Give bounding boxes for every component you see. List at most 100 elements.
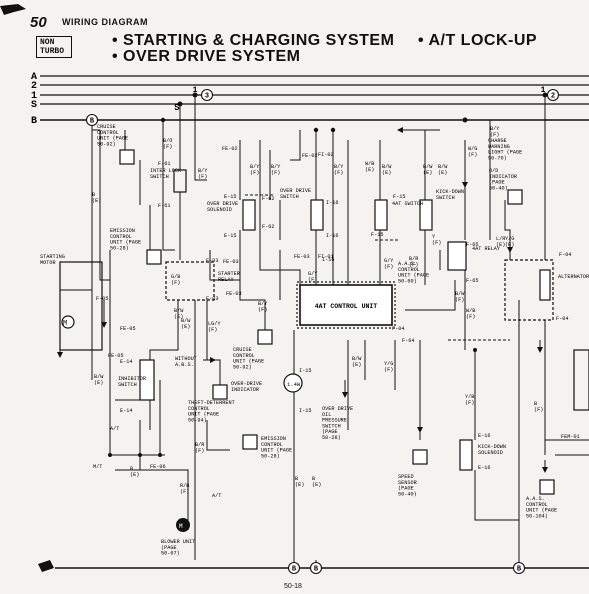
wire-color-code: W/G <box>468 146 477 152</box>
wire-color-code: (F) <box>271 170 280 176</box>
connector-code: F-61 <box>158 161 170 167</box>
component-label-charge-light: WARNING <box>488 144 510 150</box>
component-label-kick-down-solenoid: KICK-DOWN <box>478 444 506 450</box>
cruise-unit-icon <box>119 149 135 165</box>
component-label-oil-pressure-switch: OVER DRIVE <box>322 406 353 412</box>
wire-color-code: (F) <box>465 400 474 406</box>
component-label-od-solenoid: SOLENOID <box>207 207 232 213</box>
cruise-unit-2-icon <box>257 329 273 345</box>
circled-ref-marker <box>200 88 214 102</box>
fourat-unit-frame <box>296 281 396 329</box>
component-label-od-indicator: O/D <box>489 168 498 174</box>
component-label-starter-relay: STARTER <box>218 271 240 277</box>
wire-color-code: Y/G <box>384 361 393 367</box>
component-label-aas-unit: 50-60) <box>398 278 417 284</box>
wire-color-code: B/Y <box>258 301 268 307</box>
wire-color-code: B/W <box>181 318 191 324</box>
wire-color-code: B <box>534 401 537 407</box>
wire-color-code: B/Y <box>198 168 208 174</box>
wire-color-code: L/R <box>496 236 505 242</box>
component-label-od-indicator-2: OVER-DRIVE <box>231 381 262 387</box>
connector-code: F-04 <box>392 326 404 332</box>
component-label-theft-unit: THEFT-DETERRENT <box>188 400 235 406</box>
dashed-leaders <box>245 194 510 341</box>
connector-code: E-16 <box>478 465 490 471</box>
component-label-oil-pressure-switch: OIL <box>322 412 331 418</box>
component-label-speed-sensor: 50-40) <box>398 491 417 497</box>
variant-badge: NON TURBO <box>36 36 72 58</box>
component-label-charge-light: CHARGE <box>488 138 507 144</box>
component-label-blower-unit: (PAGE <box>161 545 177 551</box>
blower-unit-symbol <box>176 518 190 532</box>
wire-color-code: (F) <box>490 132 499 138</box>
wire-color-code: R/B <box>180 483 189 489</box>
connector-code: E-15 <box>224 194 236 200</box>
component-label-blower-unit: 50-67) <box>161 551 180 557</box>
component-label-emission-unit-top: EMISSION <box>110 228 135 234</box>
component-label-emission-unit-bottom: 50-28) <box>261 453 280 459</box>
wire-color-code: (E) <box>181 324 190 330</box>
component-label-aas-unit-2: 50-104) <box>526 513 548 519</box>
page-footer-ref: 50-18 <box>284 583 302 590</box>
wire-color-code: B/R <box>409 256 418 262</box>
wire-color-code: (F) <box>334 170 343 176</box>
component-label-speed-sensor: SENSOR <box>398 480 417 486</box>
wire-color-code: G/B <box>171 274 180 280</box>
connector-code: FE-06 <box>150 464 166 470</box>
wire-color-code: B/R <box>195 442 204 448</box>
wire-color-code: (F) <box>208 327 217 333</box>
circled-ref-label: 2 <box>551 93 555 101</box>
connector-code: I-16 <box>322 257 334 263</box>
circled-ref-label: 3 <box>205 93 209 101</box>
bus-label: S <box>31 100 37 111</box>
component-label-oil-pressure-switch: SWITCH <box>322 423 341 429</box>
junction-dots <box>89 92 548 457</box>
wire-color-code: (F) <box>466 314 475 320</box>
od-solenoid-shape <box>242 199 256 231</box>
connector-code: F-04 <box>559 252 571 258</box>
connector-code: FE-03 <box>226 291 242 297</box>
component-label-speed-sensor: SPEED <box>398 474 414 480</box>
signal-arrows <box>57 127 548 473</box>
wire-color-code: W/B <box>466 308 475 314</box>
component-label-theft-unit: UNIT (PAGE <box>188 412 219 418</box>
bus-junction-label: 1 <box>541 86 546 95</box>
aas-unit-2-icon <box>539 479 555 495</box>
bulb-label: 1.4W <box>287 381 301 388</box>
component-label-od-switch: OVER DRIVE <box>280 188 311 194</box>
alternator-coil <box>539 269 551 301</box>
component-label-emission-unit-bottom: CONTROL <box>261 442 283 448</box>
wire-color-code: (E) <box>505 242 514 248</box>
connector-code: FI-02 <box>318 152 334 158</box>
component-label-starting-motor: MOTOR <box>40 260 56 266</box>
component-label-oil-pressure-switch: PRESSURE <box>322 418 347 424</box>
component-label-od-indicator: (PAGE <box>489 180 505 186</box>
fourat-relay-shape <box>447 241 467 271</box>
fourat-switch-shape <box>374 199 388 231</box>
circled-ref-marker <box>85 113 99 127</box>
component-label-aas-unit: CONTROL <box>398 267 420 273</box>
connector-code: FE-02 <box>222 146 238 152</box>
circled-ref-marker <box>287 561 301 575</box>
component-label-emission-unit-top: CONTROL <box>110 234 132 240</box>
wire-color-code: A/T <box>212 493 221 499</box>
component-label-fourat-relay: 4AT RELAY <box>472 246 501 252</box>
wire-color-code: (E) <box>94 380 103 386</box>
component-shapes <box>59 149 589 495</box>
connector-code: F-04 <box>556 316 568 322</box>
wiring-traces <box>59 95 589 568</box>
connector-code: FE-03 <box>294 254 310 260</box>
connector-code: E-15 <box>224 233 236 239</box>
page-label: WIRING DIAGRAM <box>62 17 148 27</box>
speed-sensor-shape <box>412 449 428 465</box>
circled-ref-marker <box>512 561 526 575</box>
component-label-emission-unit-top: UNIT (PAGE <box>110 240 141 246</box>
wire-color-code: W/B <box>365 161 374 167</box>
wire-color-code: (E) <box>174 314 183 320</box>
inhibitor-switch-shape <box>139 359 155 401</box>
starter-relay-shape <box>165 261 215 301</box>
fourat-control-unit-label: 4AT CONTROL UNIT <box>315 303 378 310</box>
wire-color-code: Y <box>432 234 436 240</box>
title-line-1: • STARTING & CHARGING SYSTEM <box>112 32 395 49</box>
connector-code: F-15 <box>393 194 405 200</box>
